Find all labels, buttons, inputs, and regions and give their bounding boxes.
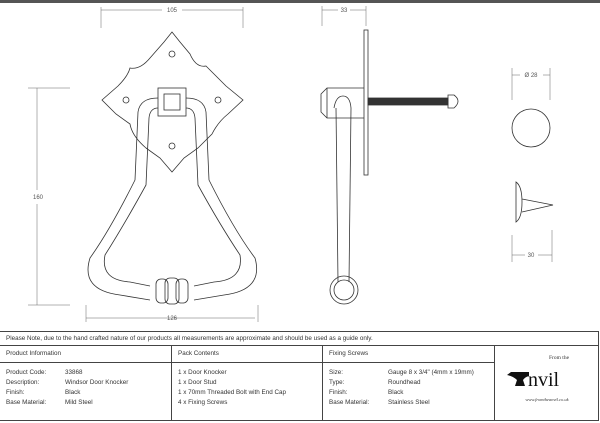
dim-stud-length: 30 (528, 253, 535, 259)
square-boss (157, 87, 187, 117)
pack-item: 1 x Door Knocker (178, 369, 227, 376)
pack-item: 1 x 70mm Threaded Bolt with End Cap (178, 389, 287, 396)
value: Black (65, 389, 81, 396)
dimension-lines (28, 6, 553, 322)
knocker-arm (333, 95, 352, 283)
measurement-note: Please Note, due to the hand crafted nat… (0, 332, 598, 346)
label: Product Code: (6, 369, 47, 376)
pivot-barrel (320, 87, 364, 119)
label: Finish: (329, 389, 348, 396)
value: Gauge 8 x 3/4" (4mm x 19mm) (388, 369, 474, 376)
door-stud (511, 108, 554, 223)
label: Type: (329, 379, 345, 386)
value: Roundhead (388, 379, 421, 386)
dim-depth: 33 (341, 8, 348, 14)
fixing-screws: Fixing Screws Size: Gauge 8 x 3/4" (4mm x… (323, 346, 495, 421)
ring-outer (87, 97, 257, 301)
screw-row: Type: Roundhead (329, 378, 494, 388)
value: Stainless Steel (388, 399, 430, 406)
technical-drawing: 105 126 160 33 Ø 28 30 (28, 6, 554, 322)
backplate (101, 31, 244, 173)
ring-inner (103, 107, 241, 287)
ring-bead (155, 278, 169, 304)
pack-contents: Pack Contents 1 x Door Knocker 1 x Door … (172, 346, 323, 421)
knocker-front-view (87, 31, 257, 305)
product-information-title: Product Information (0, 346, 171, 363)
strike-ring (329, 275, 359, 305)
from-the-anvil-logo: From the nvil www.fromtheanvil.co.uk (495, 346, 599, 421)
value: Mild Steel (65, 399, 93, 406)
value: 33868 (65, 369, 83, 376)
logo-url: www.fromtheanvil.co.uk (525, 397, 569, 402)
pack-contents-title: Pack Contents (172, 346, 322, 363)
top-border (0, 0, 600, 3)
label: Size: (329, 369, 343, 376)
backplate-side (363, 29, 369, 176)
product-info-panel: Please Note, due to the hand crafted nat… (0, 331, 599, 421)
fixing-screws-title: Fixing Screws (323, 346, 494, 363)
pack-item: 1 x Door Stud (178, 379, 217, 386)
product-information: Product Information Product Code: 33868 D… (0, 346, 172, 421)
label: Base Material: (329, 399, 370, 406)
logo-prefix: From the (549, 355, 570, 361)
label: Description: (6, 379, 40, 386)
dim-height: 160 (33, 195, 44, 201)
label: Base Material: (6, 399, 47, 406)
screw-row: Base Material: Stainless Steel (329, 398, 494, 408)
info-row: Finish: Black (6, 388, 171, 398)
knocker-side-view (320, 29, 459, 305)
bolt-end-cap (447, 94, 459, 109)
info-row: Base Material: Mild Steel (6, 398, 171, 408)
value: Black (388, 389, 404, 396)
dim-stud-diameter: Ø 28 (524, 73, 538, 79)
dim-width-top: 105 (167, 8, 178, 14)
stud-top-view (511, 108, 551, 148)
screw-row: Finish: Black (329, 388, 494, 398)
screw-row: Size: Gauge 8 x 3/4" (4mm x 19mm) (329, 368, 494, 378)
threaded-bolt (367, 97, 449, 106)
info-row: Description: Windsor Door Knocker (6, 378, 171, 388)
pack-item: 4 x Fixing Screws (178, 399, 228, 406)
stud-side-view (515, 181, 554, 223)
dim-width-bottom: 126 (167, 316, 178, 322)
label: Finish: (6, 389, 25, 396)
logo-name: nvil (528, 369, 560, 391)
value: Windsor Door Knocker (65, 379, 129, 386)
info-row: Product Code: 33868 (6, 368, 171, 378)
anvil-icon (507, 372, 529, 386)
